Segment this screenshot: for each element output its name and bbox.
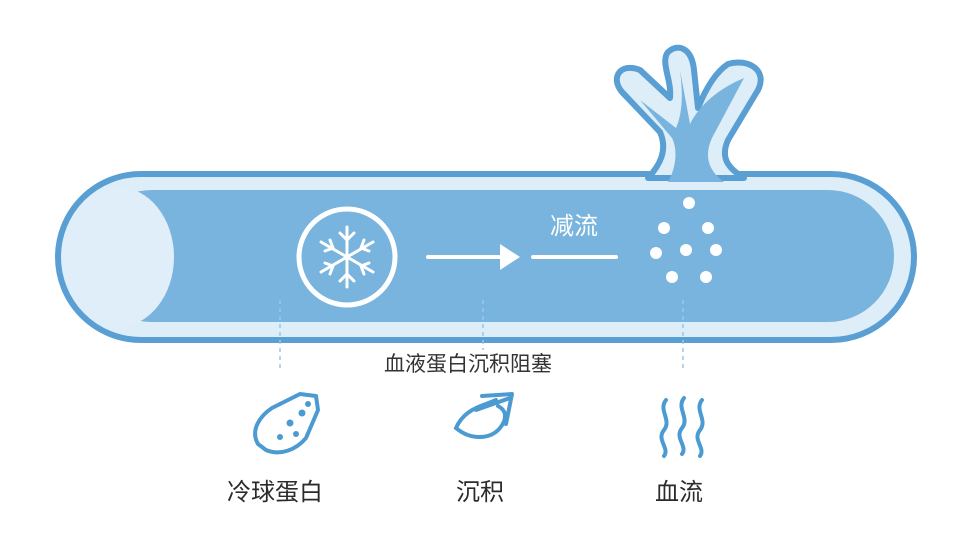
particles-icon [650,197,722,283]
heat-waves-icon [659,396,705,458]
blood-flow-label: 血流 [655,478,703,506]
reduce-flow-label: 减流 [550,212,598,240]
particle-bottle-icon [253,392,320,455]
deposit-label: 沉积 [456,478,504,506]
cryoglobulin-label: 冷球蛋白 [227,478,323,506]
flow-arrow-icon [426,244,520,270]
leader-lines [279,300,684,372]
protein-deposit-label: 血液蛋白沉积阻塞 [384,352,552,376]
vessel-branch [613,44,764,182]
curved-arrow-icon [454,392,514,439]
snowflake-icon [296,206,398,308]
vessel-opening [62,187,174,327]
